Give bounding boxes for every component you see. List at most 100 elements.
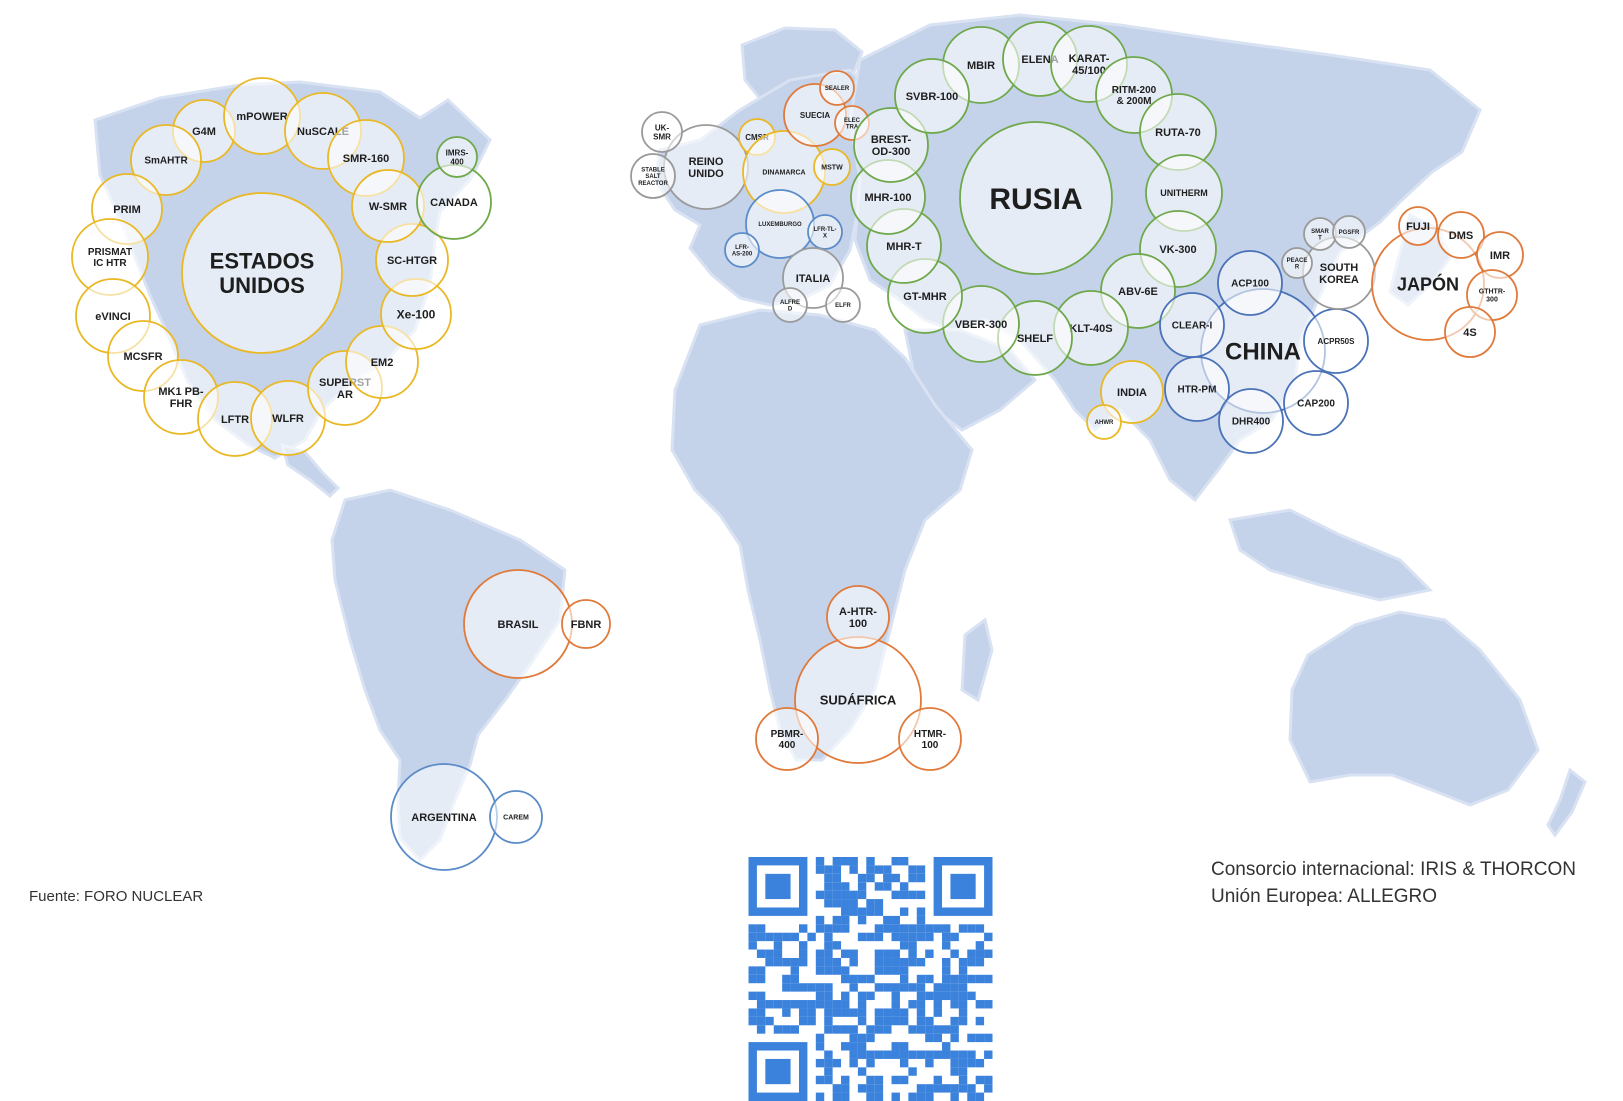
bubble-label: LFR-AS-200 xyxy=(732,245,753,258)
qr-module xyxy=(849,865,858,874)
bubble-label: AHWR xyxy=(1095,420,1114,426)
qr-module xyxy=(958,1067,968,1076)
qr-module xyxy=(899,966,909,975)
qr-module xyxy=(984,932,993,942)
qr-module xyxy=(958,1058,968,1068)
bubble-label: IMRS-400 xyxy=(446,148,469,166)
bubble-label: MBIR xyxy=(967,60,995,72)
qr-module xyxy=(824,949,833,958)
qr-module xyxy=(925,1050,934,1059)
qr-module xyxy=(899,1016,909,1026)
qr-module xyxy=(815,1092,825,1101)
qr-module xyxy=(782,1000,791,1009)
bubble-vber-300: VBER-300 xyxy=(942,285,1020,363)
qr-module xyxy=(908,1050,917,1059)
bubble-label: MK1 PB-FHR xyxy=(158,386,204,410)
qr-module xyxy=(866,873,875,883)
qr-module xyxy=(815,966,825,975)
qr-module xyxy=(790,957,799,967)
qr-module xyxy=(908,957,917,967)
qr-module xyxy=(958,1084,968,1093)
qr-module xyxy=(975,949,985,958)
qr-module xyxy=(748,924,757,933)
qr-module xyxy=(815,949,825,958)
bubble-label: WLFR xyxy=(272,413,304,425)
qr-module xyxy=(782,974,791,984)
qr-module xyxy=(841,924,850,933)
bubble-circle xyxy=(436,136,478,178)
bubble-label: DMS xyxy=(1449,230,1473,242)
bubble-label: LUXEMBURGO xyxy=(758,222,802,228)
qr-module xyxy=(958,1016,968,1026)
bubble-label: DHR400 xyxy=(1232,417,1271,428)
qr-module xyxy=(756,1000,766,1009)
qr-module xyxy=(790,932,799,942)
qr-module xyxy=(849,1058,858,1068)
bubble-label: PGSFR xyxy=(1339,230,1360,236)
bubble-label: ABV-6E xyxy=(1118,286,1158,298)
qr-module xyxy=(841,1025,850,1034)
qr-module xyxy=(866,1050,875,1059)
qr-module xyxy=(824,1008,833,1017)
bubble-label: A-HTR-100 xyxy=(839,606,877,630)
qr-module xyxy=(891,1008,900,1017)
qr-module xyxy=(975,941,985,950)
bubble-label: SUDÁFRICA xyxy=(820,693,897,708)
qr-module xyxy=(748,991,757,1001)
qr-module xyxy=(849,890,858,900)
bubble-label: ACP100 xyxy=(1231,279,1269,290)
qr-module xyxy=(824,899,833,908)
bubble-lftr: LFTR xyxy=(197,381,273,457)
bubble-label: INDIA xyxy=(1117,387,1147,399)
bubble-lfr-tl-x: LFR-TL-X xyxy=(807,214,843,250)
qr-module xyxy=(849,1033,858,1043)
qr-module xyxy=(950,974,959,984)
qr-module xyxy=(958,1075,968,1085)
qr-module xyxy=(773,1000,783,1009)
qr-module xyxy=(916,1008,926,1017)
bubble-label: JAPÓN xyxy=(1397,273,1459,294)
bubble-circle xyxy=(724,232,760,268)
qr-module xyxy=(891,873,900,883)
bubble-w-smr: W-SMR xyxy=(351,169,425,243)
qr-module xyxy=(866,899,875,908)
qr-module xyxy=(832,957,842,967)
qr-module xyxy=(925,1016,934,1026)
qr-module xyxy=(984,1075,993,1085)
qr-module xyxy=(942,932,951,942)
qr-module xyxy=(975,1000,985,1009)
qr-module xyxy=(773,941,783,950)
bubble-label: MHR-T xyxy=(886,241,922,253)
qr-module xyxy=(841,857,850,866)
bubble-label: ARGENTINA xyxy=(411,812,476,824)
qr-module xyxy=(815,1058,825,1068)
qr-module xyxy=(908,1025,917,1034)
qr-module xyxy=(874,882,884,891)
bubble-label: PBMR-400 xyxy=(771,729,804,751)
qr-module xyxy=(975,1016,985,1026)
bubble-label: SmAHTR xyxy=(144,156,188,167)
bubble-dhr400: DHR400 xyxy=(1218,388,1284,454)
qr-module xyxy=(832,882,842,891)
qr-module xyxy=(908,1067,917,1076)
bubble-india: INDIA xyxy=(1100,360,1164,424)
qr-module xyxy=(942,957,951,967)
bubble-label: SHELF xyxy=(1017,333,1053,345)
bubble-htr-pm: HTR-PM xyxy=(1164,356,1230,422)
qr-module xyxy=(790,983,799,992)
qr-module xyxy=(899,932,909,942)
bubble-pgsfr: PGSFR xyxy=(1332,215,1366,249)
qr-module xyxy=(857,1000,867,1009)
qr-module xyxy=(824,924,833,933)
bubble-circle xyxy=(826,585,890,649)
bubble-circle xyxy=(772,287,808,323)
qr-module xyxy=(883,949,892,958)
qr-module xyxy=(925,932,934,942)
bubble-label: CAP200 xyxy=(1297,399,1335,410)
qr-code-icon[interactable] xyxy=(747,857,994,1101)
qr-module xyxy=(899,1058,909,1068)
bubble-circle xyxy=(1217,250,1283,316)
